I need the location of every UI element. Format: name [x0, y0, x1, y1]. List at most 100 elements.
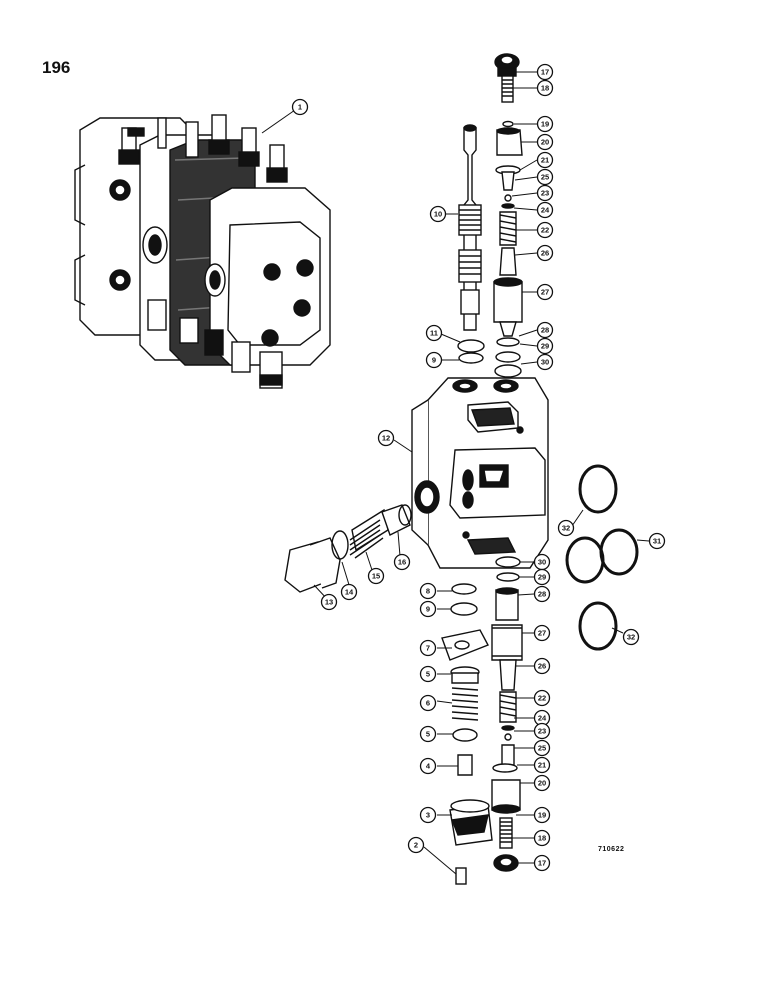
callout-c3: 3 [419, 806, 437, 824]
callout-circle [533, 585, 551, 603]
callout-c20a: 20 [536, 133, 554, 151]
callout-number: 30 [538, 558, 546, 567]
callout-number: 29 [541, 342, 549, 351]
upper-relief-valve-stack [493, 53, 523, 378]
callout-number: 32 [627, 633, 635, 642]
callout-circle [536, 168, 554, 186]
callout-group: 1171819202125232422262728293010119123231… [291, 63, 666, 872]
callout-number: 3 [426, 811, 430, 820]
callout-circle [533, 624, 551, 642]
callout-circle [536, 151, 554, 169]
plug-spring-assembly [284, 504, 412, 593]
callout-number: 27 [541, 288, 549, 297]
callout-number: 18 [541, 84, 549, 93]
o-ring-32-upper [578, 464, 618, 514]
callout-circle [419, 806, 437, 824]
callout-number: 10 [434, 210, 442, 219]
callout-circle [419, 600, 437, 618]
callout-number: 25 [541, 173, 549, 182]
callout-number: 23 [538, 727, 546, 736]
lower-relief-valve-stack [491, 556, 523, 872]
callout-c12: 12 [377, 429, 395, 447]
callout-c29a: 29 [536, 337, 554, 355]
drawing-reference: 710622 [598, 846, 625, 853]
callout-circle [536, 201, 554, 219]
callout-number: 5 [426, 730, 430, 739]
callout-c2: 2 [407, 836, 425, 854]
callout-c19b: 19 [533, 806, 551, 824]
o-ring-9-upper [458, 352, 484, 364]
callout-c25b: 25 [533, 739, 551, 757]
callout-circle [533, 722, 551, 740]
callout-circle [536, 184, 554, 202]
callout-circle [533, 568, 551, 586]
callout-number: 23 [541, 189, 549, 198]
callout-c22a: 22 [536, 221, 554, 239]
callout-number: 21 [538, 761, 546, 770]
callout-c23b: 23 [533, 722, 551, 740]
callout-number: 17 [538, 859, 546, 868]
callout-number: 6 [426, 699, 430, 708]
callout-circle [407, 836, 425, 854]
callout-c31: 31 [648, 532, 666, 550]
callout-c22b: 22 [533, 689, 551, 707]
callout-c4: 4 [419, 757, 437, 775]
callout-number: 32 [562, 524, 570, 533]
callout-c1: 1 [291, 98, 309, 116]
callout-number: 31 [653, 537, 661, 546]
callout-circle [533, 829, 551, 847]
callout-c29b: 29 [533, 568, 551, 586]
callout-number: 9 [432, 356, 436, 365]
callout-number: 19 [541, 120, 549, 129]
callout-number: 19 [538, 811, 546, 820]
callout-circle [533, 854, 551, 872]
callout-c19a: 19 [536, 115, 554, 133]
callout-circle [536, 221, 554, 239]
callout-number: 28 [541, 326, 549, 335]
callout-number: 21 [541, 156, 549, 165]
callout-number: 13 [325, 598, 333, 607]
callout-number: 2 [414, 841, 418, 850]
callout-c15: 15 [367, 567, 385, 585]
callout-c17a: 17 [536, 63, 554, 81]
callout-c24a: 24 [536, 201, 554, 219]
callout-number: 27 [538, 629, 546, 638]
callout-c14: 14 [340, 583, 358, 601]
callout-c7: 7 [419, 639, 437, 657]
callout-circle [377, 429, 395, 447]
callout-circle [367, 567, 385, 585]
o-ring-32-lower [578, 601, 618, 651]
callout-number: 14 [345, 588, 354, 597]
callout-circle [536, 133, 554, 151]
callout-circle [557, 519, 575, 537]
page-number: 196 [42, 58, 71, 77]
callout-c17b: 17 [533, 854, 551, 872]
callout-number: 30 [541, 358, 549, 367]
callout-number: 20 [541, 138, 549, 147]
callout-number: 18 [538, 834, 546, 843]
callout-c26a: 26 [536, 244, 554, 262]
callout-c30a: 30 [536, 353, 554, 371]
callout-c9b: 9 [419, 600, 437, 618]
callout-circle [533, 657, 551, 675]
callout-circle [622, 628, 640, 646]
callout-circle [393, 553, 411, 571]
callout-circle [425, 351, 443, 369]
callout-number: 4 [426, 762, 431, 771]
callout-number: 11 [430, 329, 438, 338]
callout-c20b: 20 [533, 774, 551, 792]
callout-circle [340, 583, 358, 601]
callout-circle [419, 582, 437, 600]
callout-c27a: 27 [536, 283, 554, 301]
callout-circle [536, 337, 554, 355]
callout-number: 12 [382, 434, 390, 443]
callout-c21a: 21 [536, 151, 554, 169]
callout-circle [291, 98, 309, 116]
callout-number: 26 [541, 249, 549, 258]
assembled-valve-bank [74, 114, 331, 389]
spool [458, 124, 482, 331]
callout-number: 22 [541, 226, 549, 235]
callout-circle [419, 639, 437, 657]
callout-circle [536, 79, 554, 97]
